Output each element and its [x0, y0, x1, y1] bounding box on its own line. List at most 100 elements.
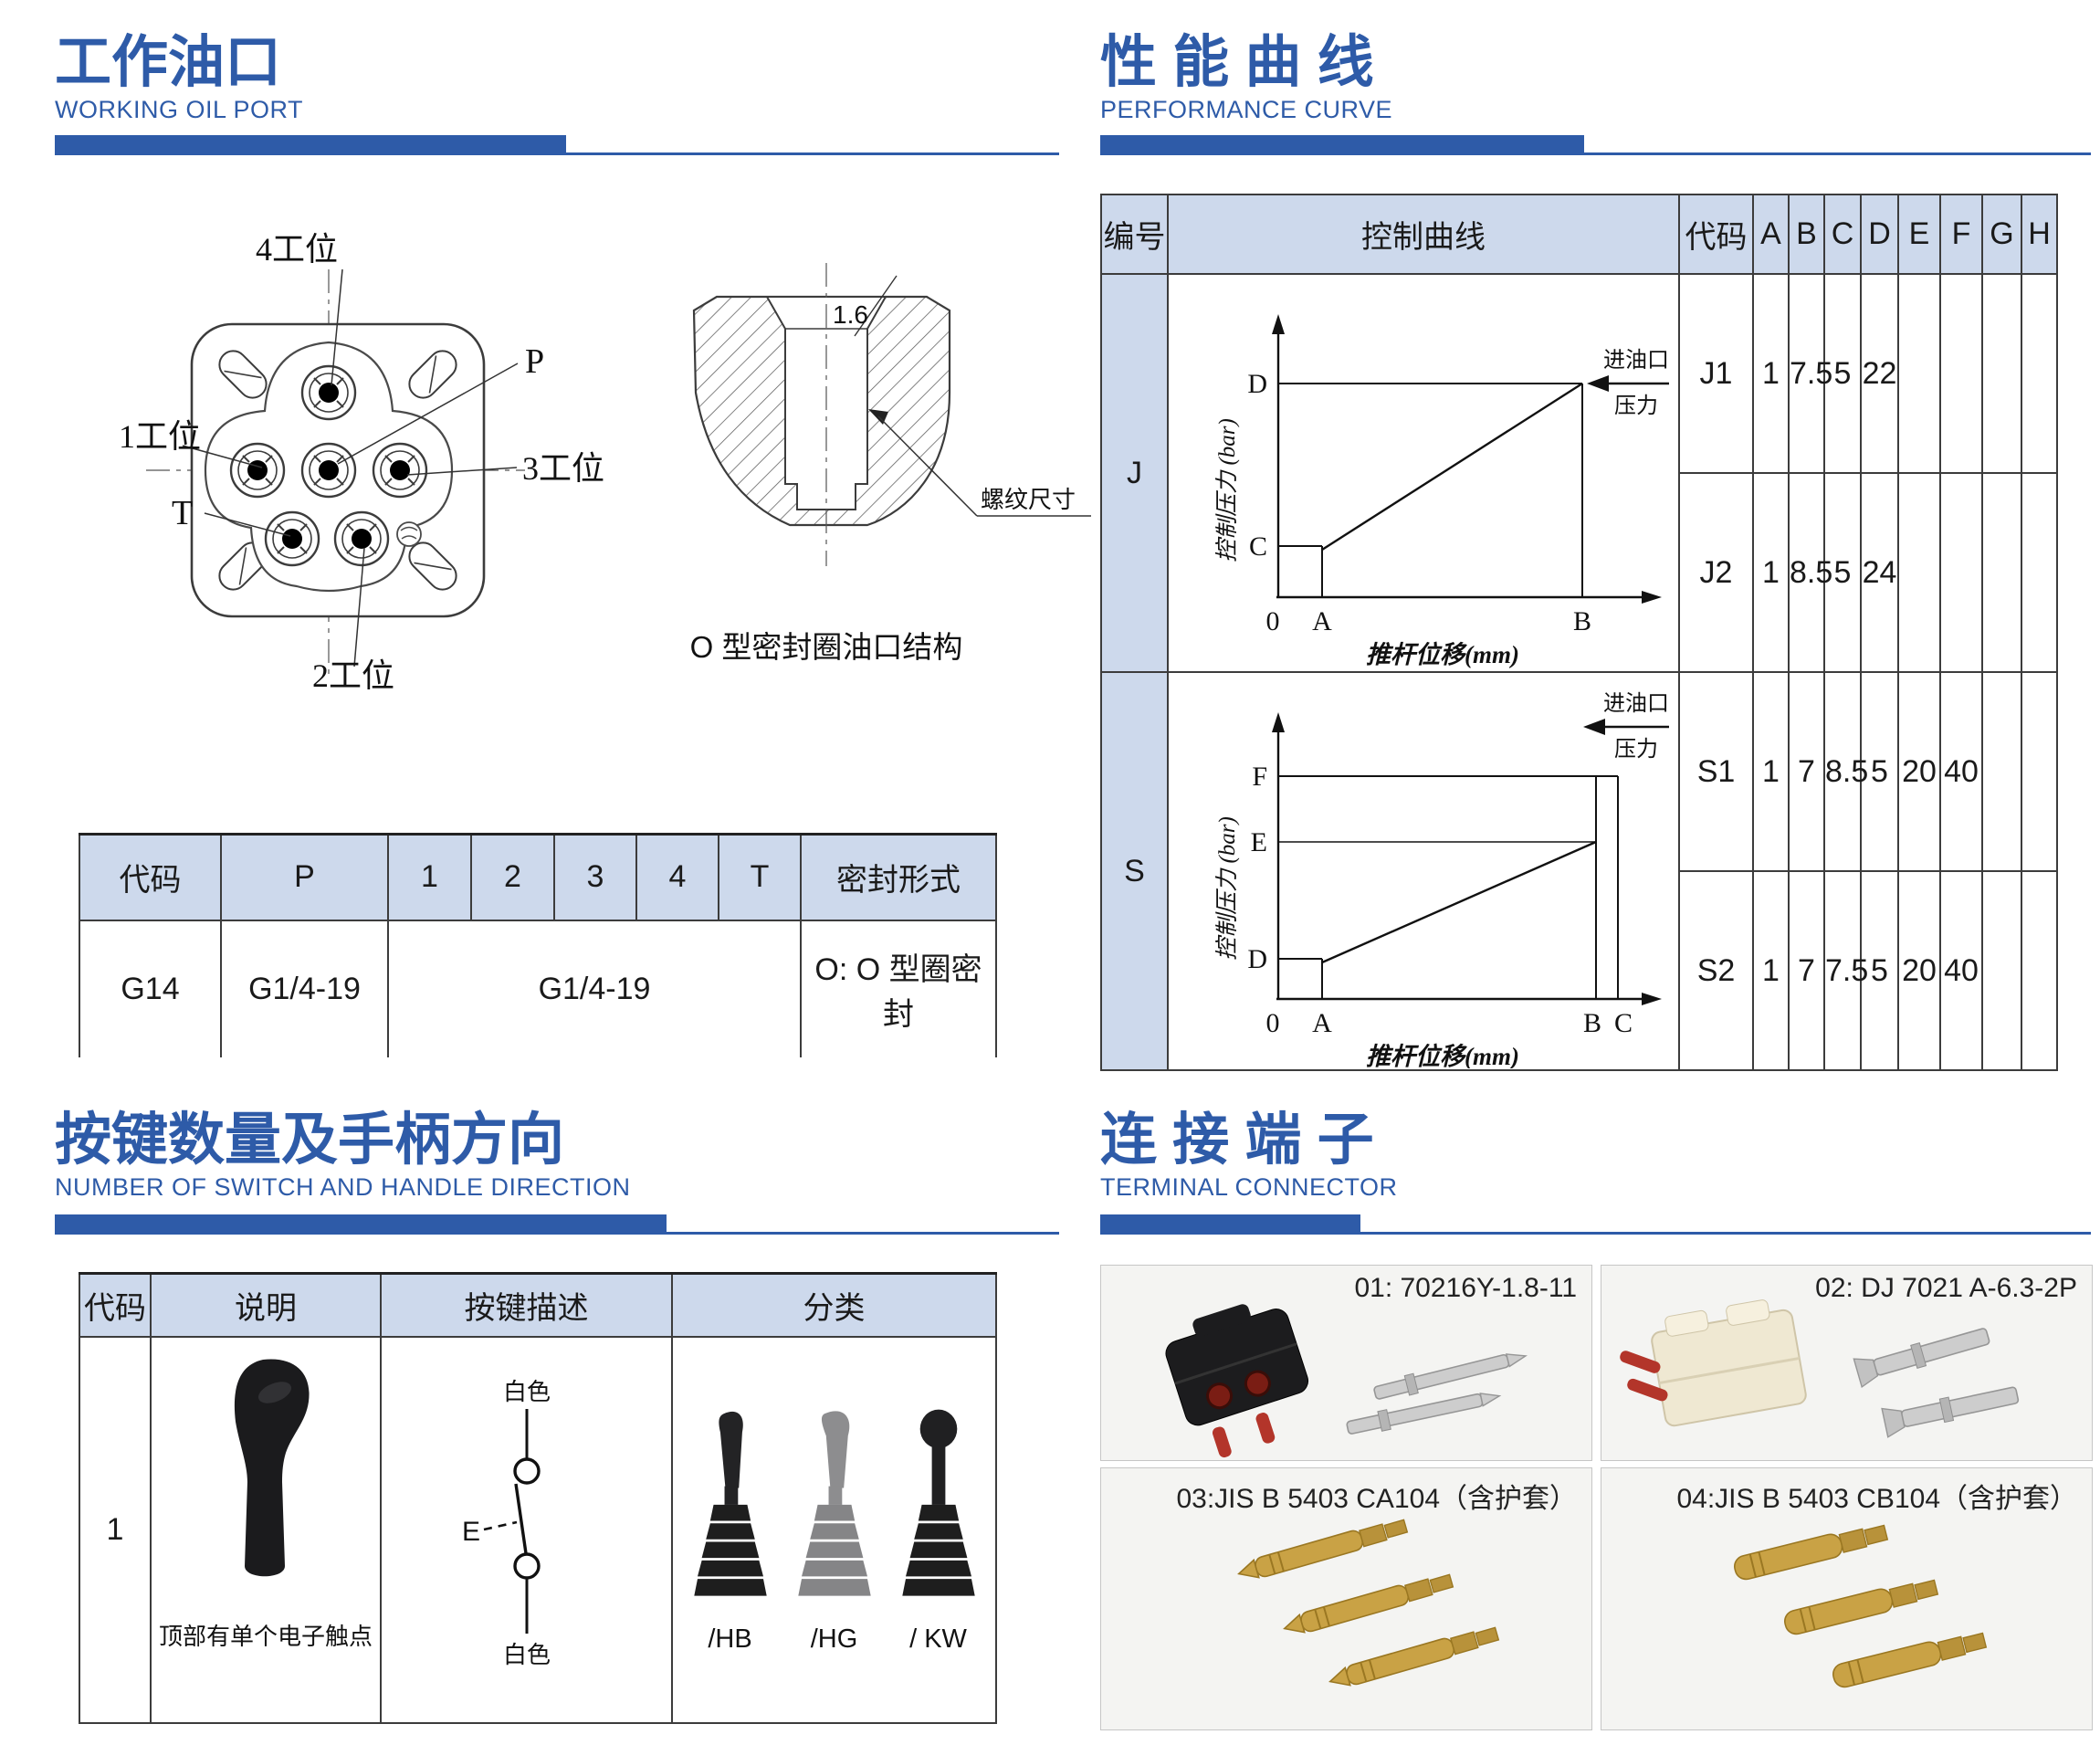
ports-thread: G1/4-19	[387, 919, 802, 1057]
value-cell: 20	[1897, 671, 1941, 872]
performance-table: 编号 控制曲线 代码 A B C D E F G H J	[1100, 194, 2058, 1071]
y-axis-label: 控制压力 (bar)	[1214, 816, 1240, 961]
port-label-t: T	[172, 494, 193, 532]
value-cell: 1	[1752, 671, 1790, 872]
terminal-photo-04	[1734, 1524, 1988, 1688]
terminal-card-02: 02: DJ 7021 A-6.3-2P	[1601, 1265, 2093, 1461]
value-cell	[2021, 472, 2058, 673]
value-cell	[2021, 671, 2058, 872]
port-label-p: P	[525, 342, 544, 381]
port-section-view: 1.6 螺纹尺寸	[692, 263, 1091, 566]
divider-line	[1100, 1232, 2091, 1235]
handle-description-cell: 顶部有单个电子触点	[150, 1335, 382, 1724]
section-performance-header: 性 能 曲 线 PERFORMANCE CURVE	[1100, 33, 2091, 124]
handle-photo	[234, 1358, 310, 1576]
roughness-value: 1.6	[833, 300, 868, 329]
y-axis-label: 控制压力 (bar)	[1214, 418, 1240, 562]
col-header: 4	[635, 833, 719, 921]
handle-code: 1	[79, 1335, 152, 1724]
col-header: P	[220, 833, 389, 921]
x-tick: 0	[1266, 1008, 1280, 1038]
x-tick: B	[1573, 606, 1591, 636]
x-tick: C	[1614, 1008, 1633, 1038]
divider-line	[1100, 152, 2091, 155]
value-cell: 22	[1860, 273, 1899, 474]
terminal-card-04-label: 04:JIS B 5403 CB104（含护套）	[1676, 1484, 2077, 1514]
terminal-card-02-label: 02: DJ 7021 A-6.3-2P	[1815, 1273, 2077, 1303]
inlet-pressure-label: 进油口	[1603, 691, 1669, 716]
y-tick: F	[1252, 762, 1267, 792]
joystick-hg-photo	[797, 1410, 871, 1596]
joystick-kw: / KW	[893, 1405, 984, 1655]
value-cell: 7	[1788, 870, 1825, 1071]
oil-port-table: 代码 P 1 2 3 4 T 密封形式 G14 G1/4-19 G1/4-19 …	[79, 833, 997, 1057]
switch-handle-table: 代码 说明 按键描述 分类 1 顶部有单个电子触点 白色 E	[79, 1272, 997, 1724]
value-cell: 40	[1939, 870, 1983, 1071]
row-code: S1	[1678, 671, 1754, 872]
accent-bar	[55, 135, 566, 155]
seal-type: O: O 型圈密封	[800, 919, 997, 1057]
switch-handle-subtitle: NUMBER OF SWITCH AND HANDLE DIRECTION	[55, 1173, 631, 1202]
terminal-card-03-label: 03:JIS B 5403 CA104（含护套）	[1176, 1484, 1577, 1514]
col-header-letter: C	[1823, 194, 1862, 275]
col-header-letter: F	[1939, 194, 1983, 275]
row-code: J1	[1678, 273, 1754, 474]
col-header-letter: B	[1788, 194, 1825, 275]
section-terminal-header: 连 接 端 子 TERMINAL CONNECTOR	[1100, 1110, 2091, 1202]
col-header: 按键描述	[380, 1272, 673, 1338]
inlet-pressure-label: 压力	[1614, 394, 1658, 418]
value-cell: 7	[1788, 671, 1825, 872]
terminal-card-01: 01: 70216Y-1.8-11	[1100, 1265, 1592, 1461]
value-cell	[1981, 273, 2022, 474]
switch-e-label: E	[461, 1517, 479, 1547]
col-header-letter: A	[1752, 194, 1790, 275]
col-header-letter: D	[1860, 194, 1899, 275]
col-header-no: 编号	[1100, 194, 1169, 275]
j-curve-line	[1321, 382, 1583, 552]
col-header-curve: 控制曲线	[1167, 194, 1680, 275]
col-header: T	[718, 833, 802, 921]
group-id-S: S	[1100, 671, 1169, 1071]
port-label-3: 3工位	[522, 450, 604, 487]
value-cell: 20	[1897, 870, 1941, 1071]
terminal-card-03: 03:JIS B 5403 CA104（含护套）	[1100, 1467, 1592, 1730]
joystick-hb-photo	[693, 1411, 767, 1596]
performance-subtitle: PERFORMANCE CURVE	[1100, 96, 1393, 124]
switch-handle-title: 按键数量及手柄方向	[55, 1109, 565, 1172]
handle-caption: 顶部有单个电子触点	[158, 1622, 373, 1650]
x-tick: A	[1312, 1008, 1332, 1038]
value-cell: 5	[1860, 671, 1899, 872]
oil-port-plate-diagram: 4工位 P 1工位 3工位 T 2工位	[119, 231, 604, 694]
working-oil-port-subtitle: WORKING OIL PORT	[55, 96, 304, 124]
class-label-hb: /HB	[708, 1624, 752, 1654]
accent-bar	[1100, 1214, 1360, 1235]
chart-cell-S: F E D 0 A B C 控制压力 (bar) 推杆位移(mm) 进油口 压力	[1167, 671, 1680, 1071]
col-header: 说明	[150, 1272, 382, 1338]
y-tick: C	[1249, 531, 1267, 562]
value-cell	[1981, 472, 2022, 673]
value-cell: 5	[1823, 472, 1862, 673]
col-header: 代码	[79, 833, 222, 921]
col-header-code: 代码	[1678, 194, 1754, 275]
inlet-pressure-label: 进油口	[1603, 348, 1669, 373]
value-cell: 1	[1752, 273, 1790, 474]
section-working-oil-port-header: 工作油口 WORKING OIL PORT	[55, 33, 1059, 124]
joystick-kw-photo	[901, 1409, 975, 1596]
value-cell	[1981, 671, 2022, 872]
y-tick: D	[1247, 944, 1267, 974]
row-code: J2	[1678, 472, 1754, 673]
col-header-letter: E	[1897, 194, 1941, 275]
value-cell: 8.5	[1823, 671, 1868, 872]
j-curve-chart: D C 0 A B 控制压力 (bar) 推杆位移(mm) 进油口 压力	[1214, 314, 1669, 668]
x-axis-label: 推杆位移(mm)	[1366, 641, 1519, 668]
value-cell: 7.5	[1823, 870, 1868, 1071]
switch-wire-label-top: 白色	[502, 1378, 550, 1405]
col-header-letter: G	[1981, 194, 2022, 275]
x-axis-label: 推杆位移(mm)	[1366, 1043, 1519, 1068]
accent-bar	[55, 1214, 667, 1235]
s-curve-chart: F E D 0 A B C 控制压力 (bar) 推杆位移(mm) 进油口 压力	[1214, 691, 1669, 1068]
value-cell: 8.5	[1788, 472, 1832, 673]
terminal-title: 连 接 端 子	[1100, 1109, 1374, 1172]
x-tick: B	[1583, 1008, 1601, 1038]
